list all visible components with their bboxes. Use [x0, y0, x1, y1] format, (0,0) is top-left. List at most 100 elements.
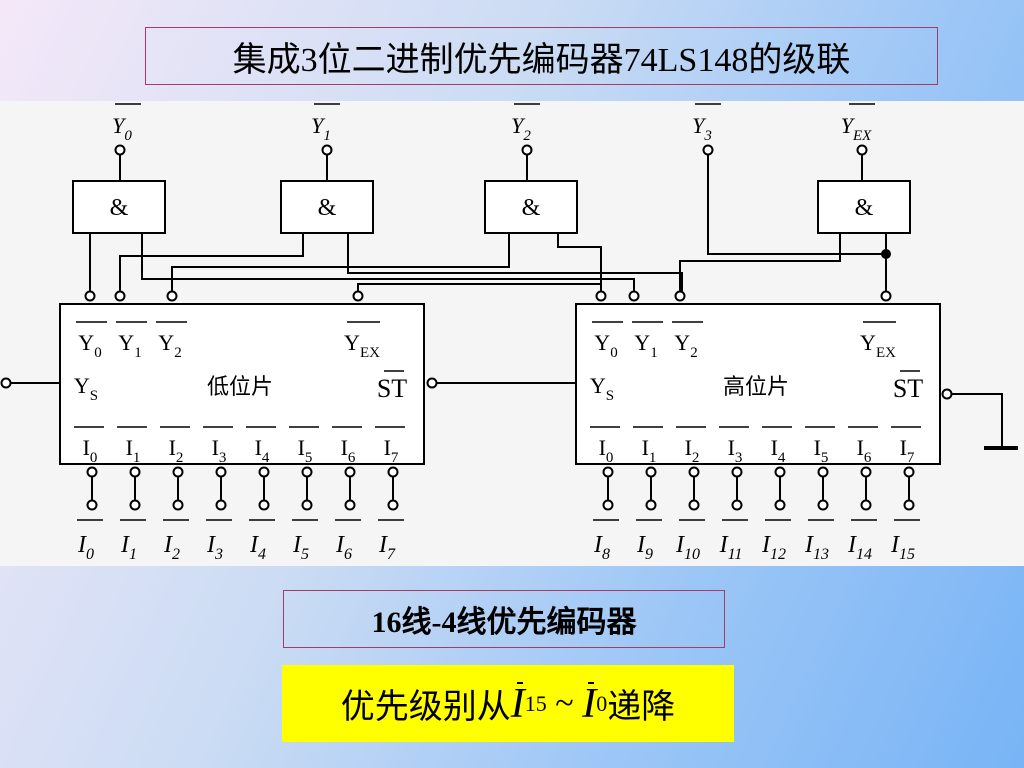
chip-high	[575, 303, 941, 465]
high-top-pin-yex	[880, 290, 892, 302]
high-top-pin-y2	[674, 290, 686, 302]
input-label-I3: I3	[206, 532, 223, 563]
chip-low-input-circle-0	[86, 499, 98, 511]
chip-low-input-circle-1	[129, 499, 141, 511]
low-top-pin-y2	[166, 290, 178, 302]
chip-high-st: ST	[893, 374, 923, 403]
wire-high-y0	[141, 233, 635, 291]
chip-high-input-circle-3	[731, 499, 743, 511]
gate-y1	[280, 180, 374, 234]
chip-high-input-circle-4	[774, 499, 786, 511]
chip-low-input-circle-5	[301, 499, 313, 511]
note-to-letter: I	[582, 680, 597, 727]
output-label-y3: Y3	[692, 113, 712, 144]
chip-low	[59, 303, 425, 465]
gate-y0-symbol: &	[110, 195, 129, 221]
chip-high-name: 高位片	[723, 374, 789, 399]
chip-high-pin-2: I2	[685, 435, 700, 466]
input-label-I8: I8	[593, 532, 610, 563]
chip-low-pin-circle-1	[129, 466, 141, 478]
wire-low-yex	[357, 283, 601, 291]
slide-title-text: 集成3位二进制优先编码器74LS148的级联	[232, 41, 851, 79]
chip-high-pin-5: I5	[814, 435, 829, 466]
high-top-pin-y1	[628, 290, 640, 302]
subtitle-text: 16线-4线优先编码器	[371, 606, 637, 639]
chip-low-pin-6: I6	[341, 435, 356, 466]
chip-low-pin-circle-3	[215, 466, 227, 478]
output-pin-y3	[702, 144, 714, 156]
chip-high-pin-circle-1	[645, 466, 657, 478]
input-label-I11: I11	[719, 532, 743, 563]
components	[0, 144, 1018, 511]
input-label-I6: I6	[335, 532, 352, 563]
note-from-letter: I	[510, 680, 525, 727]
chip-low-input-circle-6	[344, 499, 356, 511]
input-label-I9: I9	[636, 532, 653, 563]
chip-high-ys: YS	[590, 373, 614, 404]
chip-low-output-yex: YEX	[344, 330, 380, 361]
chip-low-pin-1: I1	[126, 435, 141, 466]
note-prefix: 优先级别从	[340, 689, 511, 726]
chip-low-pin-circle-5	[301, 466, 313, 478]
chip-low-pin-circle-2	[172, 466, 184, 478]
chip-low-pin-circle-4	[258, 466, 270, 478]
chip-high-pin-circle-3	[731, 466, 743, 478]
chip-high-input-circle-6	[860, 499, 872, 511]
output-label-y0: Y0	[112, 113, 132, 144]
chip-high-output-y1: Y1	[634, 330, 657, 361]
input-label-I4: I4	[249, 532, 266, 563]
input-label-I10: I10	[675, 532, 700, 563]
chip-high-pin-1: I1	[642, 435, 657, 466]
chip-low-output-y1: Y1	[118, 330, 141, 361]
gate-y0	[72, 180, 166, 234]
output-pin-y0	[114, 144, 126, 156]
note-tilde: ~	[555, 684, 574, 722]
low-ys-terminal	[0, 377, 12, 389]
low-top-pin-y0	[84, 290, 96, 302]
wire-high-yex-a	[679, 233, 841, 291]
gate-y2	[484, 180, 578, 234]
chip-low-pin-circle-6	[344, 466, 356, 478]
chip-high-pin-circle-7	[903, 466, 915, 478]
gate-y1-symbol: &	[318, 195, 337, 221]
input-label-I2: I2	[163, 532, 180, 563]
chip-low-input-circle-3	[215, 499, 227, 511]
junction-y3	[881, 249, 891, 259]
chip-low-pin-3: I3	[212, 435, 227, 466]
chip-low-output-y0: Y0	[78, 330, 101, 361]
output-label-yex: YEX	[841, 113, 872, 144]
output-pin-y1	[321, 144, 333, 156]
chip-low-ys: YS	[74, 373, 98, 404]
chip-high-output-y0: Y0	[594, 330, 617, 361]
output-pin-yex	[856, 144, 868, 156]
gate-y2-symbol: &	[522, 195, 541, 221]
chip-high-pin-circle-5	[817, 466, 829, 478]
chip-high-input-circle-7	[903, 499, 915, 511]
input-label-I12: I12	[761, 532, 786, 563]
chip-low-pin-circle-0	[86, 466, 98, 478]
wire-high-y2-a	[557, 233, 602, 291]
chip-low-pin-circle-7	[387, 466, 399, 478]
low-st-pin	[426, 377, 438, 389]
input-label-I5: I5	[292, 532, 309, 563]
input-label-I1: I1	[120, 532, 137, 563]
chip-low-output-y2: Y2	[158, 330, 181, 361]
wires	[11, 154, 1003, 501]
chip-high-input-circle-2	[688, 499, 700, 511]
high-top-pin-y0	[595, 290, 607, 302]
low-top-pin-y1	[114, 290, 126, 302]
chip-high-output-y2: Y2	[674, 330, 697, 361]
wire-low-y1	[119, 233, 304, 291]
output-label-y1: Y1	[311, 113, 331, 144]
wire-high-y1	[347, 233, 683, 291]
chip-low-input-circle-4	[258, 499, 270, 511]
chip-high-pin-6: I6	[857, 435, 872, 466]
chip-low-input-circle-2	[172, 499, 184, 511]
chip-high-output-yex: YEX	[860, 330, 896, 361]
gate-yex-symbol: &	[855, 195, 874, 221]
chip-high-pin-3: I3	[728, 435, 743, 466]
high-st-pin	[941, 388, 953, 400]
chip-high-input-circle-1	[645, 499, 657, 511]
